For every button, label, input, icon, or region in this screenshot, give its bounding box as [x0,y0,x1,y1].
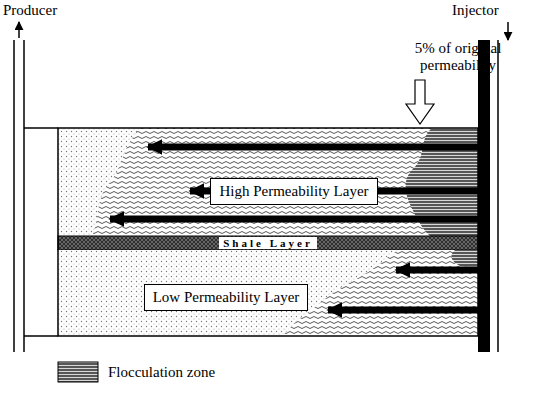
flow-arrows [110,147,478,310]
wavy-zone [282,250,478,336]
layer-name: Low Permeability Layer [153,289,300,306]
pointer-arrow [406,80,434,124]
swept-zone [58,250,478,336]
annotation: 5% of original permeability [396,40,520,74]
well-name: Injector [452,2,499,19]
legend-text: Flocculation zone [108,364,215,381]
reservoir-outline [58,128,478,336]
layer-name: High Permeability Layer [219,183,368,200]
layer-label-box: Low Permeability Layer [144,284,309,311]
shale-band [58,236,478,250]
legend-swatch [58,362,98,382]
producer-well [14,22,58,352]
flocculation-zone [451,250,478,268]
wavy-zone [92,128,478,236]
shale-layer-band: Shale Layer [58,236,478,250]
layer-name: Shale Layer [219,237,317,249]
layer-label-box: High Permeability Layer [210,178,377,205]
swept-zone [58,128,478,236]
well-name: Producer [3,2,57,19]
